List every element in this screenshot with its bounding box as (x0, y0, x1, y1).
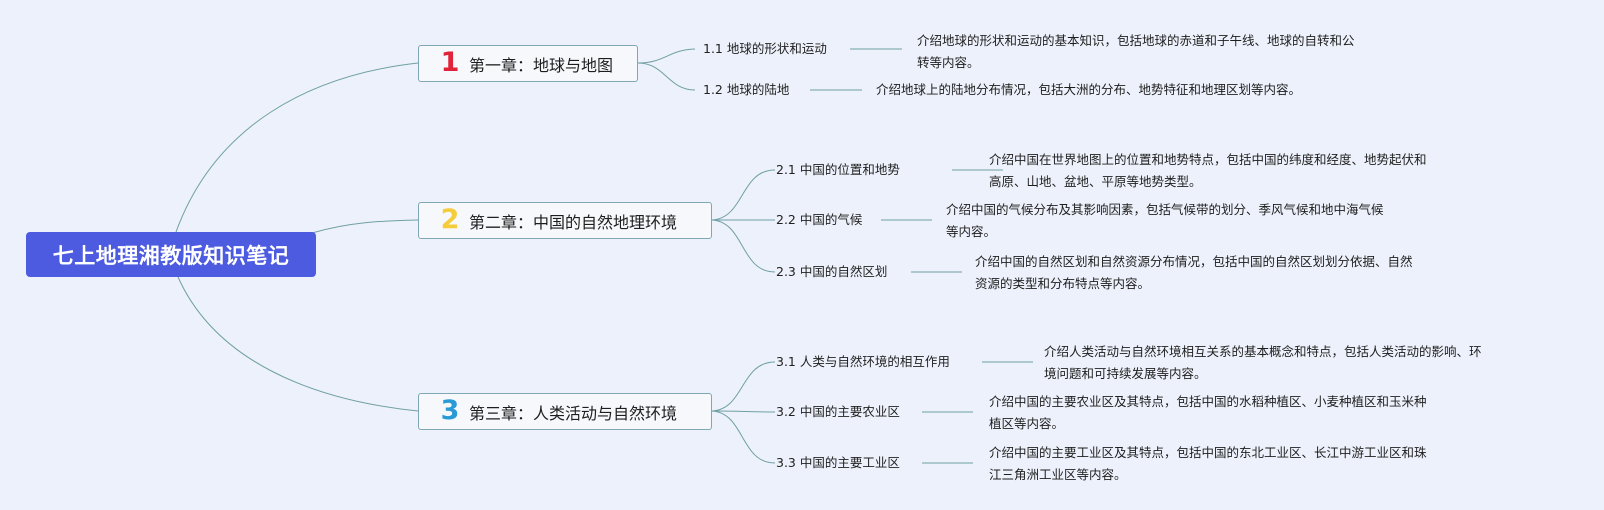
section-2-3-label: 2.3 中国的自然区划 (776, 264, 888, 279)
section-3-2-label: 3.2 中国的主要农业区 (776, 404, 900, 419)
section-1-1-topic[interactable]: 1.1 地球的形状和运动 (703, 41, 827, 57)
chapter-1-topic[interactable]: 1 第一章：地球与地图 (418, 45, 638, 82)
section-1-1-description: 介绍地球的形状和运动的基本知识，包括地球的赤道和子午线、地球的自转和公 转等内容… (917, 33, 1355, 70)
root-title: 七上地理湘教版知识笔记 (52, 243, 290, 268)
chapter-3-topic[interactable]: 3 第三章：人类活动与自然环境 (418, 393, 712, 430)
chapter-3-number-icon: 3 (440, 395, 460, 426)
section-3-3-topic[interactable]: 3.3 中国的主要工业区 (776, 455, 900, 471)
chapter-3-branch-1 (711, 361, 776, 412)
section-3-3-label: 3.3 中国的主要工业区 (776, 455, 900, 470)
section-2-1-topic[interactable]: 2.1 中国的位置和地势 (776, 162, 900, 178)
chapter-2-branch-1 (711, 169, 776, 221)
chapter-3-branch-2 (711, 410, 776, 413)
root-topic[interactable]: 七上地理湘教版知识笔记 (26, 232, 316, 277)
root-to-chapter-1-link (175, 62, 419, 233)
section-1-1-label: 1.1 地球的形状和运动 (703, 41, 827, 56)
section-2-1-label: 2.1 中国的位置和地势 (776, 162, 900, 177)
section-2-3-topic[interactable]: 2.3 中国的自然区划 (776, 264, 887, 280)
section-1-2-description: 介绍地球上的陆地分布情况，包括大洲的分布、地势特征和地理区划等内容。 (876, 82, 1302, 97)
chapter-2-topic[interactable]: 2 第二章：中国的自然地理环境 (418, 202, 712, 239)
chapter-2-branch-3 (711, 219, 776, 273)
chapter-1-number-icon: 1 (440, 47, 460, 78)
section-2-2-topic[interactable]: 2.2 中国的气候 (776, 212, 862, 228)
root-to-chapter-2-link (311, 219, 419, 234)
section-2-1-description: 介绍中国在世界地图上的位置和地势特点，包括中国的纬度和经度、地势起伏和 高原、山… (989, 152, 1427, 189)
section-3-1-label: 3.1 人类与自然环境的相互作用 (776, 354, 950, 369)
chapter-1-branch-2 (637, 62, 696, 91)
chapter-3-title: 第三章：人类活动与自然环境 (469, 403, 678, 423)
section-3-2-topic[interactable]: 3.2 中国的主要农业区 (776, 404, 900, 420)
section-3-2-description: 介绍中国的主要农业区及其特点，包括中国的水稻种植区、小麦种植区和玉米种 植区等内… (989, 394, 1427, 431)
chapter-2-title: 第二章：中国的自然地理环境 (469, 212, 678, 232)
section-2-3-description: 介绍中国的自然区划和自然资源分布情况，包括中国的自然区划划分依据、自然 资源的类… (975, 254, 1413, 291)
chapter-1-branch-1 (637, 48, 696, 64)
chapter-3-branch-3 (711, 410, 776, 464)
section-1-2-label: 1.2 地球的陆地 (703, 82, 790, 97)
root-to-chapter-3-link (177, 276, 419, 412)
section-2-2-label: 2.2 中国的气候 (776, 212, 863, 227)
chapter-1-title: 第一章：地球与地图 (469, 55, 614, 75)
section-3-3-description: 介绍中国的主要工业区及其特点，包括中国的东北工业区、长江中游工业区和珠 江三角洲… (989, 445, 1427, 482)
section-2-2-description: 介绍中国的气候分布及其影响因素，包括气候带的划分、季风气候和地中海气候 等内容。 (946, 202, 1384, 239)
section-1-2-topic[interactable]: 1.2 地球的陆地 (703, 82, 789, 98)
section-3-1-topic[interactable]: 3.1 人类与自然环境的相互作用 (776, 354, 950, 370)
chapter-2-number-icon: 2 (440, 204, 460, 235)
section-3-1-description: 介绍人类活动与自然环境相互关系的基本概念和特点，包括人类活动的影响、环 境问题和… (1044, 344, 1482, 381)
